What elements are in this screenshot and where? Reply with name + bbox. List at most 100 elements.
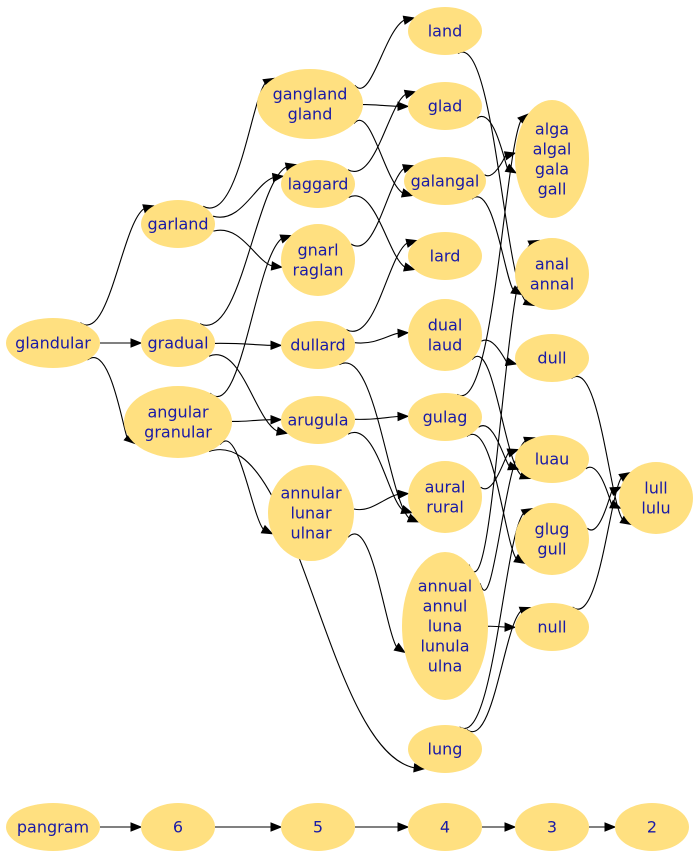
node-label: laggard (288, 175, 349, 194)
node-glad: glad (408, 82, 482, 130)
arrowhead (403, 89, 417, 100)
edge-gangland-to-land (354, 15, 416, 89)
edge-line (231, 419, 272, 423)
node-label: null (537, 618, 566, 637)
node-garland: garland (141, 200, 215, 248)
arrowhead (604, 822, 617, 832)
edge-annular-to-annual (347, 533, 406, 654)
arrowhead (130, 338, 143, 348)
edge-n4-to-n3 (482, 822, 517, 832)
arrowhead (403, 262, 416, 272)
node-ellipse (408, 803, 482, 851)
node-label: lunar (290, 504, 332, 523)
arrowhead (397, 489, 410, 500)
edge-line (353, 493, 399, 511)
edge-laggard-to-glad (347, 89, 417, 173)
node-label: luna (428, 617, 463, 636)
node-label: garland (147, 215, 208, 234)
node-label: lard (430, 247, 461, 266)
arrowhead (397, 328, 410, 339)
node-label: angular (147, 403, 208, 422)
node-ellipse (402, 552, 488, 700)
edge-line (354, 19, 405, 89)
edge-line (208, 449, 415, 769)
arrowhead (405, 238, 419, 248)
edge-dual-to-dull (481, 339, 518, 367)
node-ellipse (141, 319, 215, 367)
arrowhead (504, 822, 517, 832)
edge-annular-to-aural (353, 489, 410, 511)
node-label: granular (144, 423, 212, 442)
arrowhead (506, 448, 520, 458)
edge-line (219, 440, 264, 530)
edge-gradual-to-laggard (199, 162, 298, 326)
node-label: luau (535, 450, 570, 469)
node-ellipse (281, 321, 355, 369)
arrowhead (413, 763, 426, 773)
arrowhead (504, 622, 517, 632)
node-ellipse (515, 435, 589, 483)
arrowhead (397, 101, 410, 112)
edge-laggard-to-lard (348, 195, 416, 272)
node-ellipse (515, 803, 589, 851)
edge-line (347, 431, 403, 511)
arrowhead (270, 414, 283, 425)
node-label: dullard (290, 336, 345, 355)
node-label: 6 (173, 818, 183, 837)
node-ellipse (619, 462, 693, 534)
node-label: alga (535, 120, 569, 139)
edge-line (354, 332, 399, 344)
node-laggard: laggard (281, 160, 355, 208)
edge-line (354, 415, 399, 420)
edge-arugula-to-gulag (354, 411, 410, 422)
node-label: lulu (641, 499, 670, 518)
edge-line (362, 103, 399, 107)
node-ellipse (408, 232, 482, 280)
edge-line (481, 339, 507, 362)
arrowhead (400, 188, 414, 198)
node-label: algal (533, 140, 572, 159)
edge-gnarl-to-galangal (350, 164, 415, 247)
node-arugula: arugula (281, 396, 355, 444)
node-label: annual (418, 577, 472, 596)
node-label: 3 (547, 818, 557, 837)
node-ellipse (141, 803, 215, 851)
node-label: anal (535, 255, 569, 274)
edge-line (487, 625, 506, 628)
edge-dullard-to-aural (338, 362, 420, 523)
node-label: aural (425, 478, 466, 497)
edge-line (338, 362, 410, 519)
node-glandular: glandular (6, 318, 100, 368)
edge-gangland-to-galangal (353, 119, 414, 198)
node-ellipse (615, 803, 689, 851)
edge-line (572, 477, 622, 610)
node-ellipse (124, 386, 232, 458)
node-dullard: dullard (281, 321, 355, 369)
node-ellipse (408, 393, 482, 441)
edge-angular-to-lung (208, 449, 426, 773)
node-luau: luau (515, 435, 589, 483)
node-label: pangram (17, 818, 89, 837)
node-label: 4 (440, 818, 450, 837)
edge-aural-to-luau (480, 448, 520, 490)
node-label: glad (428, 97, 463, 116)
edge-line (350, 168, 405, 247)
node-ellipse (515, 603, 589, 651)
arrowhead (270, 261, 284, 271)
node-label: land (428, 22, 463, 41)
edge-line (586, 491, 613, 531)
node-label: lunula (420, 637, 469, 656)
arrowhead (393, 642, 406, 654)
edge-dullard-to-dual (354, 328, 410, 344)
edge-line (209, 238, 282, 397)
node-ellipse (515, 503, 589, 575)
edge-galangal-to-anal (471, 196, 523, 296)
edge-dullard-to-lard (346, 238, 419, 332)
node-ellipse (404, 157, 486, 205)
node-null: null (515, 603, 589, 651)
edge-angular-to-arugula (231, 414, 283, 425)
